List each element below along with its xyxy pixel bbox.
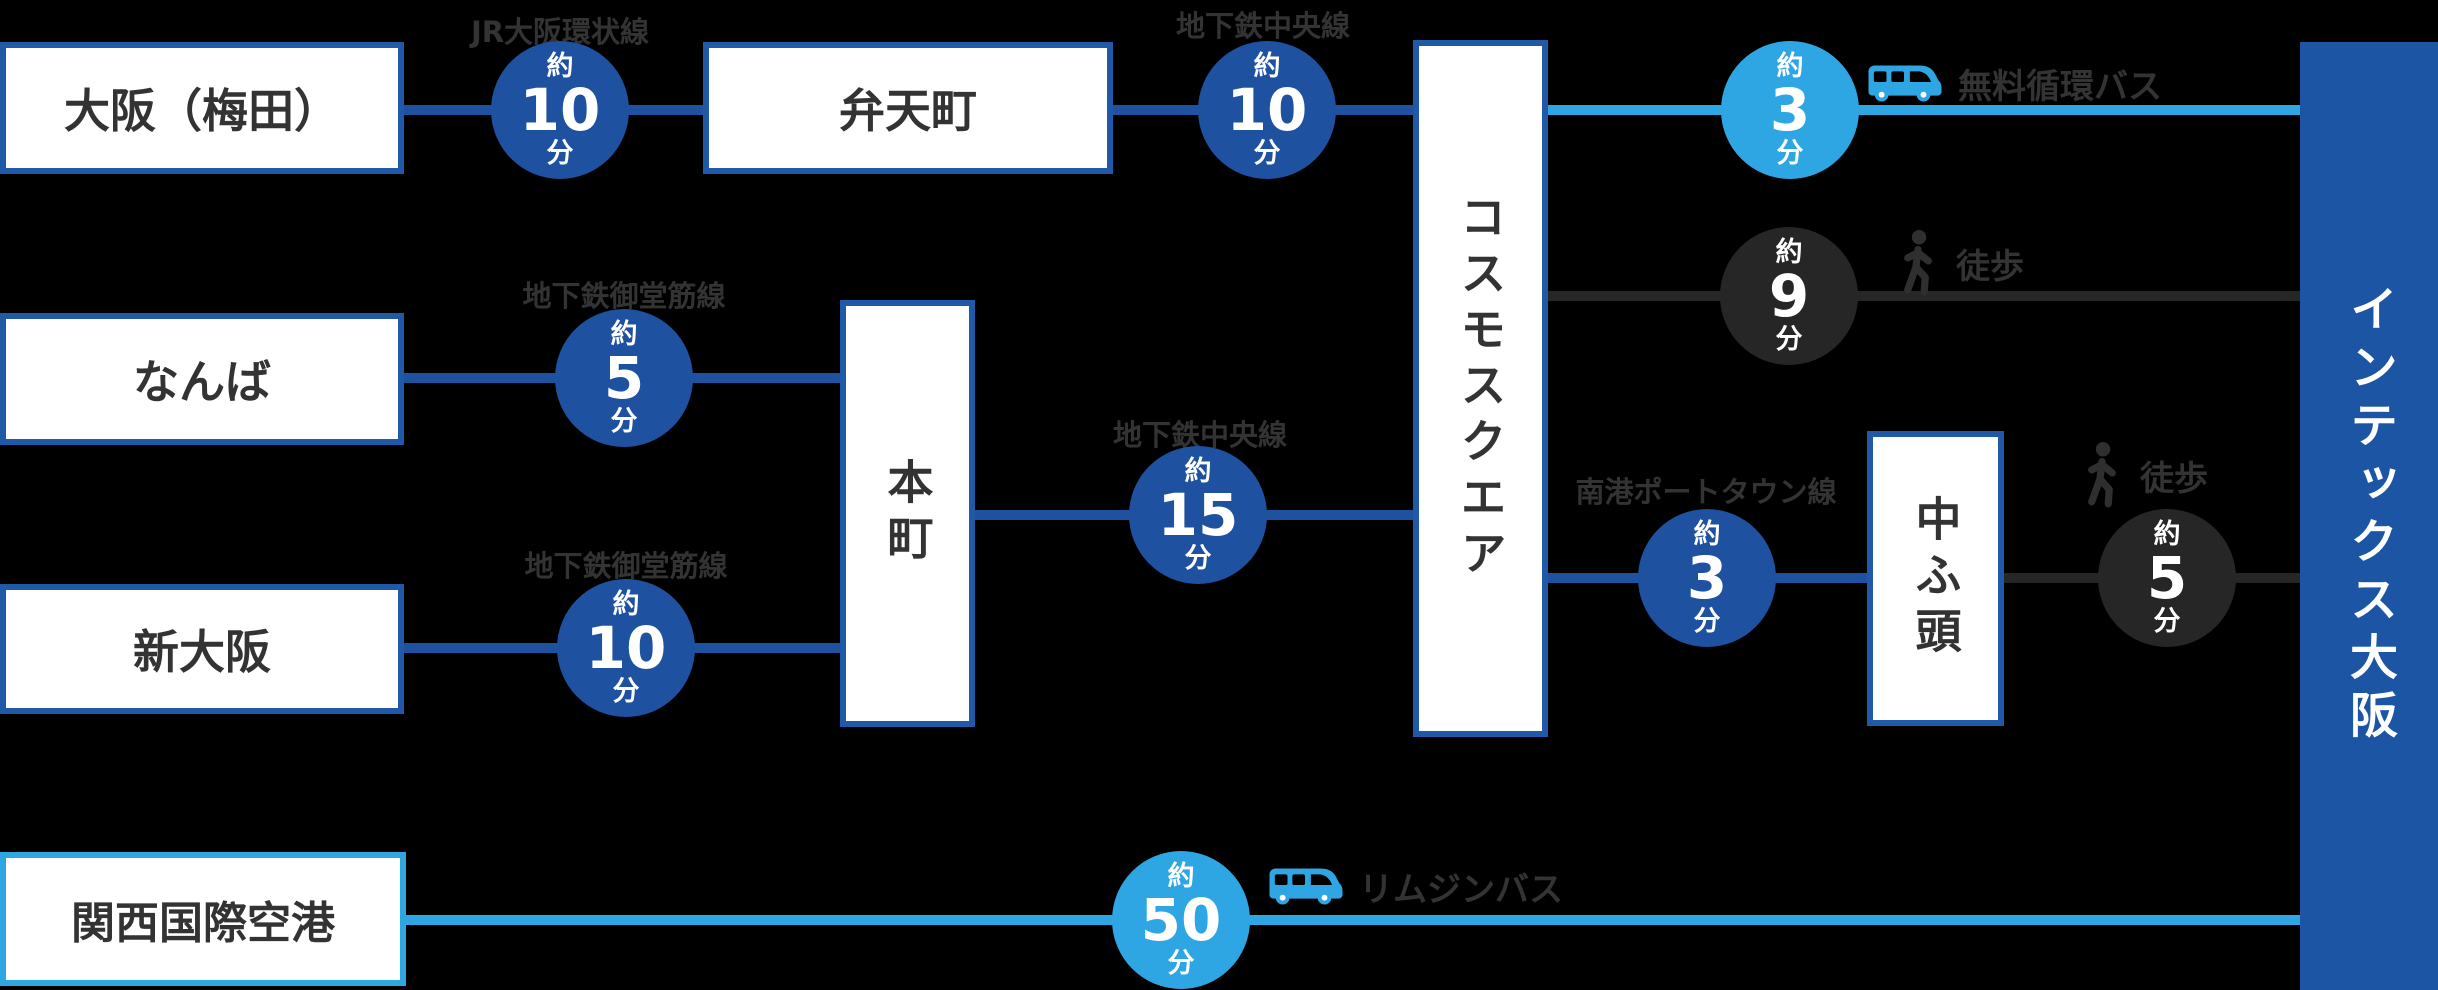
duration-unit: 分: [1253, 138, 1281, 169]
station-label-kansai-airport: 関西国際空港: [71, 898, 335, 949]
station-box-honmachi: 本町: [840, 300, 975, 727]
duration-unit: 分: [546, 138, 574, 169]
line-label-midosuji-namba: 地下鉄御堂筋線: [522, 279, 726, 313]
station-box-kansai-airport: 関西国際空港: [0, 852, 406, 986]
station-box-osaka-umeda: 大阪（梅田）: [0, 42, 404, 174]
duration-minutes: 5: [2146, 544, 2188, 612]
duration-approx: 約: [1253, 51, 1281, 82]
duration-minutes: 10: [1226, 76, 1308, 144]
station-box-bentencho: 弁天町: [703, 42, 1113, 174]
duration-unit: 分: [1693, 606, 1721, 637]
station-box-cosmosquare: コスモスクエア: [1413, 40, 1548, 737]
duration-badge-limousine-bus: 約 50 分: [1112, 851, 1250, 989]
mode-label-walk-nakafuto: 徒歩: [2140, 458, 2208, 499]
mode-free-shuttle-bus: 無料循環バス: [1868, 59, 2162, 108]
duration-badge-midosuji-namba: 約 5 分: [555, 309, 693, 447]
duration-minutes: 3: [1769, 76, 1811, 144]
duration-badge-midosuji-shinosaka: 約 10 分: [557, 579, 695, 717]
duration-minutes: 50: [1140, 886, 1222, 954]
walk-icon: [2088, 442, 2116, 508]
duration-unit: 分: [612, 676, 640, 707]
route-line-free-bus: [1548, 105, 2300, 115]
duration-unit: 分: [2153, 606, 2181, 637]
duration-approx: 約: [610, 319, 638, 350]
duration-approx: 約: [2153, 519, 2181, 550]
duration-approx: 約: [1775, 237, 1803, 268]
duration-badge-walk-cosmosquare: 約 9 分: [1720, 227, 1858, 365]
bus-icon: [1868, 65, 1942, 102]
station-box-nakafuto: 中ふ頭: [1867, 431, 2004, 726]
mode-limousine-bus: リムジンバス: [1269, 862, 1563, 911]
duration-approx: 約: [546, 51, 574, 82]
destination-box-intex-osaka: インテックス大阪: [2300, 42, 2438, 990]
station-label-nakafuto: 中ふ頭: [1908, 494, 1963, 663]
route-line-walk-cosmosquare: [1548, 291, 2300, 301]
duration-badge-chuo-honmachi: 約 15 分: [1129, 446, 1267, 584]
duration-badge-walk-nakafuto: 約 5 分: [2098, 509, 2236, 647]
destination-label-intex-osaka: インテックス大阪: [2341, 284, 2397, 748]
duration-approx: 約: [1776, 51, 1804, 82]
duration-badge-jr-loop: 約 10 分: [491, 41, 629, 179]
duration-approx: 約: [1693, 519, 1721, 550]
duration-approx: 約: [612, 589, 640, 620]
duration-minutes: 10: [585, 614, 667, 682]
duration-minutes: 15: [1157, 481, 1239, 549]
duration-unit: 分: [1167, 948, 1195, 979]
station-label-honmachi: 本町: [880, 457, 935, 570]
mode-walk-cosmosquare: 徒歩: [1894, 230, 2024, 296]
mode-label-free-shuttle-bus: 無料循環バス: [1958, 67, 2162, 107]
duration-minutes: 5: [603, 344, 645, 412]
duration-unit: 分: [1776, 138, 1804, 169]
line-label-midosuji-shinosaka: 地下鉄御堂筋線: [524, 549, 728, 583]
station-label-osaka-umeda: 大阪（梅田）: [64, 84, 340, 138]
duration-badge-chuo-top: 約 10 分: [1198, 41, 1336, 179]
mode-label-walk-cosmosquare: 徒歩: [1956, 246, 2024, 287]
duration-minutes: 3: [1686, 544, 1728, 612]
duration-approx: 約: [1184, 456, 1212, 487]
duration-badge-free-bus: 約 3 分: [1721, 41, 1859, 179]
line-label-chuo-top: 地下鉄中央線: [1175, 9, 1351, 43]
duration-minutes: 9: [1768, 262, 1810, 330]
mode-label-limousine-bus: リムジンバス: [1359, 870, 1563, 910]
duration-minutes: 10: [519, 76, 601, 144]
station-label-namba: なんば: [133, 355, 271, 409]
station-box-shin-osaka: 新大阪: [0, 584, 404, 714]
station-label-shin-osaka: 新大阪: [133, 625, 271, 679]
line-label-nanko-port-town: 南港ポートタウン線: [1575, 475, 1837, 509]
station-box-namba: なんば: [0, 313, 404, 445]
station-label-cosmosquare: コスモスクエア: [1453, 192, 1508, 585]
duration-approx: 約: [1167, 861, 1195, 892]
duration-badge-nanko-port-town: 約 3 分: [1638, 509, 1776, 647]
walk-icon: [1904, 230, 1932, 296]
duration-unit: 分: [610, 406, 638, 437]
duration-unit: 分: [1184, 543, 1212, 574]
duration-unit: 分: [1775, 324, 1803, 355]
route-line-limousine-bus: [406, 915, 2300, 925]
bus-icon: [1269, 868, 1343, 905]
mode-walk-nakafuto: 徒歩: [2078, 442, 2208, 508]
station-label-bentencho: 弁天町: [839, 84, 977, 138]
